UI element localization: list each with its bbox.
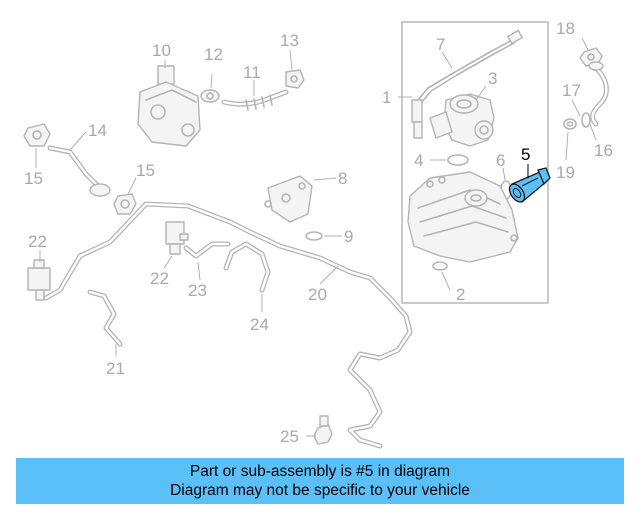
callout-1: 1 — [382, 88, 391, 107]
callout-6: 6 — [496, 151, 505, 170]
info-banner: Part or sub-assembly is #5 in diagram Di… — [16, 458, 624, 504]
callout-11: 11 — [243, 63, 261, 82]
callout-23: 23 — [188, 281, 207, 300]
callout-25: 25 — [280, 427, 299, 446]
part-24-hose — [223, 241, 271, 293]
part-19-clamp — [563, 118, 577, 130]
part-15-gasket-lower — [113, 193, 137, 215]
callout-8: 8 — [338, 169, 347, 188]
callout-5: 5 — [521, 145, 530, 164]
callout-10: 10 — [152, 41, 171, 60]
part-7-sensor-wire — [411, 29, 523, 139]
callout-2: 2 — [456, 285, 465, 304]
part-10-egr-valve — [137, 65, 201, 147]
part-9-seal — [305, 231, 323, 241]
part-22-sensor-center — [165, 221, 189, 255]
callout-15-upper: 15 — [24, 169, 43, 188]
part-5-highlighted — [508, 167, 551, 203]
callout-22-left: 22 — [28, 232, 47, 251]
callout-16: 16 — [594, 141, 613, 160]
part-11-pipe — [221, 89, 289, 111]
part-2-gasket — [432, 261, 448, 271]
part-20-line — [43, 201, 413, 449]
part-13-gasket — [285, 69, 305, 89]
parts-diagram: 1 2 3 4 5 6 7 8 9 10 11 12 13 14 15 15 1… — [23, 19, 613, 449]
part-14-pipe — [47, 145, 111, 197]
callout-19: 19 — [556, 163, 575, 182]
callout-18: 18 — [556, 19, 575, 38]
part-17-clamp — [581, 112, 591, 128]
part-12-gasket — [200, 89, 220, 103]
part-16-hose — [588, 61, 609, 127]
part-2-egr-cooler — [407, 171, 519, 263]
part-25-valve — [313, 415, 333, 445]
callout-3: 3 — [488, 69, 497, 88]
callout-21: 21 — [106, 359, 125, 378]
assembly-frame — [401, 21, 549, 304]
part-8-bracket — [264, 175, 313, 223]
part-3-egr-valve — [429, 93, 495, 147]
callout-13: 13 — [280, 31, 299, 50]
leader-lines — [35, 37, 597, 437]
callout-7: 7 — [436, 35, 445, 54]
callout-9: 9 — [344, 227, 353, 246]
callout-22-center: 22 — [150, 269, 169, 288]
callout-labels: 1 2 3 4 5 6 7 8 9 10 11 12 13 14 15 15 1… — [24, 19, 613, 446]
callout-14: 14 — [88, 121, 107, 140]
part-21-hose — [87, 289, 123, 347]
part-22-sensor-left — [27, 259, 51, 301]
banner-line-part: Part or sub-assembly is #5 in diagram — [189, 463, 451, 480]
part-23-hose — [183, 241, 231, 259]
callout-15-lower: 15 — [136, 161, 155, 180]
callout-12: 12 — [204, 45, 223, 64]
callout-17: 17 — [562, 81, 581, 100]
callout-20: 20 — [308, 285, 327, 304]
part-15-gasket-upper — [23, 123, 51, 147]
callout-24: 24 — [250, 315, 269, 334]
callout-4: 4 — [414, 151, 423, 170]
part-4-gasket — [447, 154, 469, 166]
banner-line-disclaimer: Diagram may not be specific to your vehi… — [170, 482, 470, 499]
